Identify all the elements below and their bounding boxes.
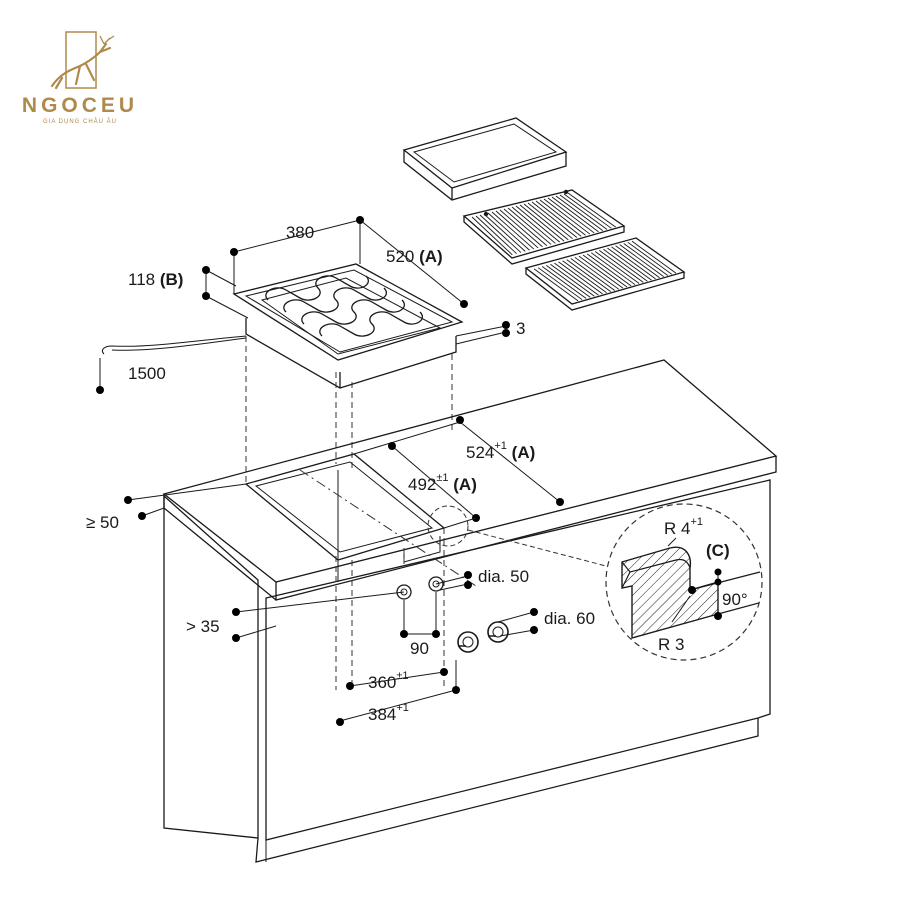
detail-c-label: (C) — [706, 541, 730, 560]
dim-hole-dia-60: dia. 60 — [544, 609, 595, 628]
deer-logo-icon — [50, 31, 115, 90]
dim-height-118: 118 (B) — [128, 270, 183, 289]
detail-radius-top: R 4+1 — [664, 516, 703, 538]
knob-left-icon — [457, 631, 479, 653]
dim-cutout-492: 492±1 (A) — [408, 472, 477, 494]
grill-plate-lower — [524, 237, 686, 311]
dim-inner-360: 360±1 — [368, 670, 409, 692]
dim-front-35: > 35 — [186, 617, 220, 636]
dim-width-380: 380 — [286, 223, 314, 242]
appliance-unit — [101, 263, 464, 389]
dim-outer-384: 384+1 — [368, 702, 409, 724]
knob-right-icon — [487, 621, 509, 643]
heating-element — [260, 275, 442, 355]
dim-edge-min-50: ≥ 50 — [86, 513, 119, 532]
brand-logo: NGOCEU GIA DỤNG CHÂU ÂU — [22, 31, 138, 125]
grill-ribs-upper — [471, 192, 616, 256]
grill-plate-upper — [462, 189, 626, 265]
cabinet-dimensions: 524+1 (A) 492±1 (A) ≥ 50 > 35 dia. 50 di… — [86, 416, 595, 726]
brand-name: NGOCEU — [22, 94, 138, 117]
detail-c: R 4+1 (C) 90° R 3 — [427, 503, 763, 661]
power-cable — [101, 335, 247, 355]
dim-flange-3: 3 — [516, 319, 525, 338]
brand-tagline: GIA DỤNG CHÂU ÂU — [43, 118, 117, 125]
accessory-tray — [402, 117, 568, 201]
cabinet — [162, 359, 778, 863]
detail-radius-bottom: R 3 — [658, 635, 684, 654]
dim-hole-dia-50: dia. 50 — [478, 567, 529, 586]
dim-depth-520: 520 (A) — [386, 247, 443, 266]
grill-ribs-lower — [533, 240, 677, 302]
dim-cable-1500: 1500 — [128, 364, 166, 383]
appliance-dimensions: 380 520 (A) 118 (B) 1500 3 — [96, 216, 525, 394]
dim-cutout-524: 524+1 (A) — [466, 440, 535, 462]
dim-hole-spacing-90: 90 — [410, 639, 429, 658]
detail-angle: 90° — [722, 590, 748, 609]
